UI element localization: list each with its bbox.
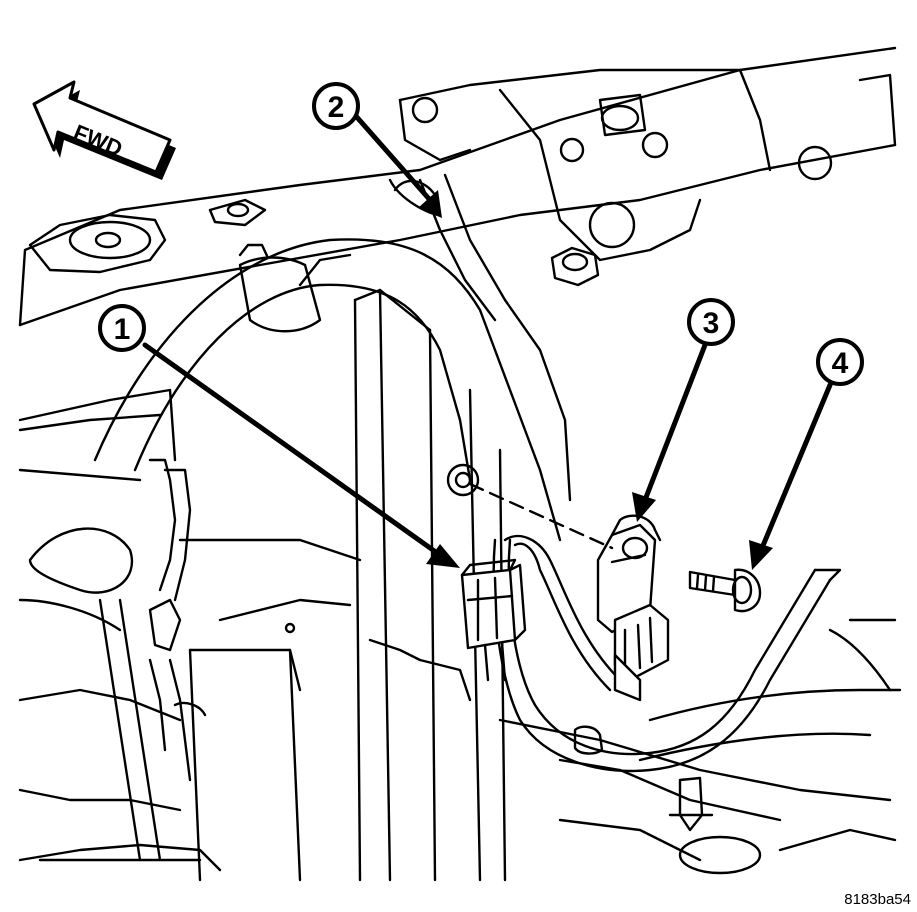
callout-1-label: 1 <box>114 313 131 346</box>
electrical-connector <box>460 558 527 682</box>
rail-sleeve <box>238 243 322 333</box>
callout-1: 1 <box>98 304 146 352</box>
callout-3-label: 3 <box>703 307 720 340</box>
forward-arrow-icon <box>32 80 172 174</box>
forward-arrow-indicator: FWD <box>32 80 176 180</box>
mounting-bolt <box>688 568 762 613</box>
arrowhead-4 <box>749 540 773 570</box>
callout-4-label: 4 <box>832 347 849 380</box>
figure-code: 8183ba54 <box>844 891 911 908</box>
left-strut-mount <box>28 198 267 274</box>
lower-shelf <box>178 538 892 882</box>
leader-arrow-2 <box>352 112 433 203</box>
arrowhead-3 <box>632 492 656 522</box>
callout-2-label: 2 <box>328 91 345 124</box>
left-radiator-area <box>18 388 222 872</box>
arrowhead-1 <box>426 544 460 568</box>
callout-2: 2 <box>312 82 360 130</box>
leader-arrow-3 <box>642 342 708 503</box>
install-path-line <box>468 482 614 550</box>
impact-sensor <box>596 514 670 702</box>
callout-4: 4 <box>816 338 864 386</box>
upper-crossmember <box>18 46 897 327</box>
callout-3: 3 <box>687 298 735 346</box>
leader-arrow-1 <box>142 342 443 558</box>
leader-arrow-4 <box>759 382 833 551</box>
arrowhead-2 <box>418 190 442 218</box>
